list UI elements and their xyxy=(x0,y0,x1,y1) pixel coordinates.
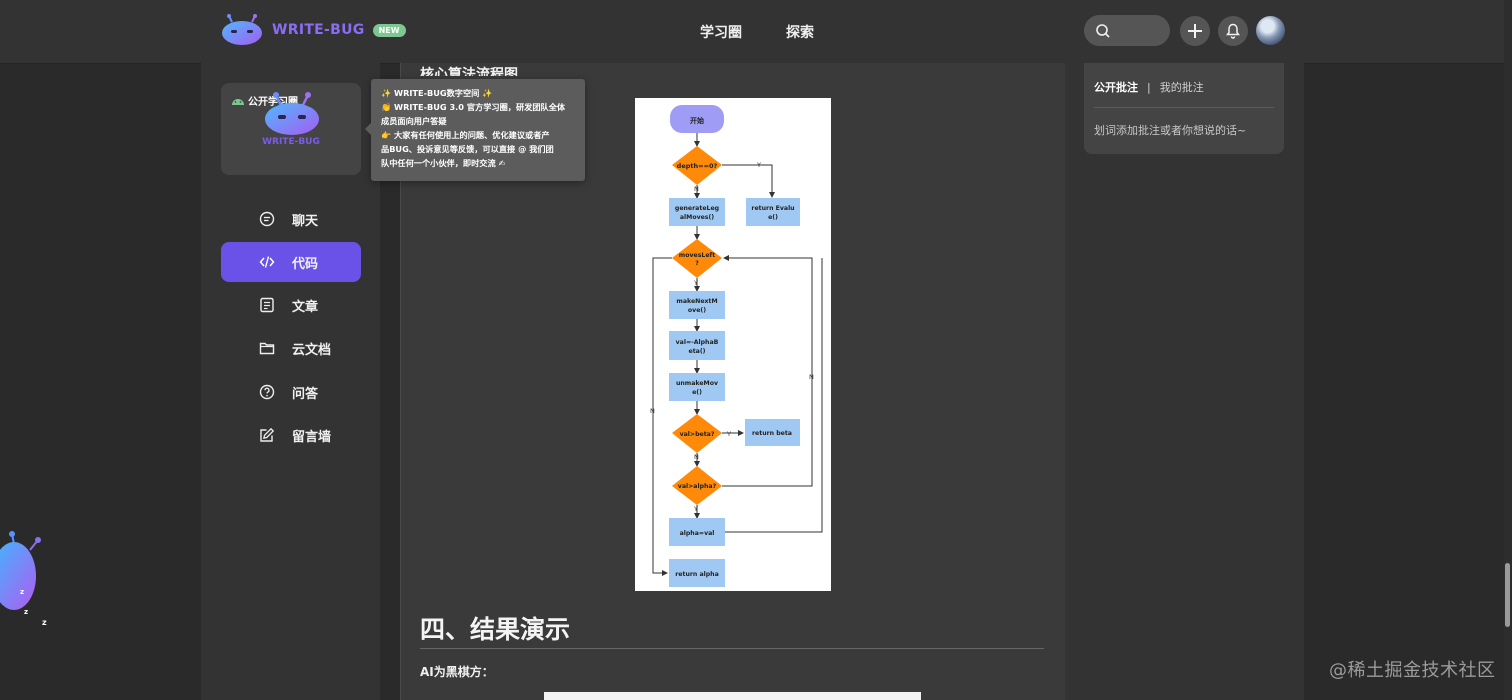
sidebar-item-qa[interactable]: 问答 xyxy=(221,372,361,412)
svg-text:z: z xyxy=(42,618,47,627)
sidebar-item-label: 留言墙 xyxy=(292,430,332,445)
nav-study-circle[interactable]: 学习圈 xyxy=(700,25,742,41)
section-title: 四、结果演示 xyxy=(420,615,571,644)
notifications-button[interactable] xyxy=(1218,16,1248,46)
flow-val-line2: eta() xyxy=(689,348,706,355)
flow-label-yes: Y xyxy=(756,161,761,169)
sidebar-item-label: 代码 xyxy=(292,257,319,272)
user-avatar[interactable] xyxy=(1256,16,1285,45)
tooltip-line: ✨ WRITE-BUG数字空间 ✨ xyxy=(381,88,493,98)
search-input[interactable] xyxy=(1114,21,1168,41)
annotation-hint: 划词添加批注或者你想说的话~ xyxy=(1094,124,1247,137)
flow-return-eval-line1: return Evalu xyxy=(751,205,794,212)
annotation-panel: 公开批注 | 我的批注 划词添加批注或者你想说的话~ xyxy=(1084,63,1284,154)
tooltip-line: 队中任何一个小伙伴，即时交流 ✍ xyxy=(381,158,506,168)
article-icon xyxy=(260,297,274,313)
svg-text:z: z xyxy=(20,588,24,596)
edit-icon xyxy=(260,427,275,442)
sidebar-item-message-wall[interactable]: 留言墙 xyxy=(221,415,361,455)
sidebar-item-label: 云文档 xyxy=(292,343,332,358)
sidebar-item-code[interactable]: 代码 xyxy=(221,242,361,282)
circle-info-tooltip: ✨ WRITE-BUG数字空间 ✨ 👏 WRITE-BUG 3.0 官方学习圈，… xyxy=(365,79,585,181)
flow-label-no: N xyxy=(650,407,655,415)
new-badge: NEW xyxy=(372,23,406,37)
sidebar-item-label: 问答 xyxy=(292,387,319,402)
search-icon xyxy=(1096,24,1110,38)
flow-moves-left-line1: movesLeft xyxy=(679,252,715,259)
annotation-tabs: 公开批注 | 我的批注 xyxy=(1094,79,1204,95)
floating-mascot[interactable]: z z z xyxy=(0,528,56,628)
tab-my-annotations[interactable]: 我的批注 xyxy=(1159,81,1204,94)
flow-make-move-line1: makeNextM xyxy=(676,298,717,305)
flow-label-no: N xyxy=(809,373,814,381)
sidebar-item-label: 文章 xyxy=(292,300,319,315)
public-circle-tag: 公开学习圈 xyxy=(231,93,298,108)
tooltip-line: 成员面向用户答疑 xyxy=(381,116,447,126)
code-icon xyxy=(259,256,275,268)
flowchart-heading: 核心算法流程图 xyxy=(420,67,518,76)
flow-label-yes: Y xyxy=(693,505,698,513)
sidebar-item-articles[interactable]: 文章 xyxy=(221,285,361,325)
sidebar-item-cloud-docs[interactable]: 云文档 xyxy=(221,328,361,368)
bell-icon xyxy=(1226,23,1240,39)
flow-moves-left-line2: ? xyxy=(695,260,699,267)
tab-separator: | xyxy=(1147,80,1151,94)
flow-alpha-check: val>alpha? xyxy=(678,483,717,490)
sidebar-item-label: 聊天 xyxy=(292,214,319,229)
nav-explore[interactable]: 探索 xyxy=(786,25,814,41)
brand-name: WRITE-BUG xyxy=(272,22,365,38)
write-bug-mascot-icon xyxy=(265,92,319,135)
plus-icon xyxy=(1188,24,1202,38)
android-icon xyxy=(232,98,244,105)
watermark: @稀土掘金技术社区 xyxy=(1329,660,1496,681)
scrollbar-thumb[interactable] xyxy=(1505,563,1510,627)
public-circle-label: 公开学习圈 xyxy=(248,97,298,108)
create-button[interactable] xyxy=(1180,16,1210,46)
sidebar-item-chat[interactable]: 聊天 xyxy=(221,199,361,239)
svg-text:z: z xyxy=(24,608,28,616)
flow-label-no: N xyxy=(694,185,699,193)
question-icon xyxy=(259,384,275,400)
sleeping-bug-icon: z z z xyxy=(0,531,47,627)
tooltip-line: 👏 WRITE-BUG 3.0 官方学习圈，研发团队全体 xyxy=(381,102,566,112)
flow-return-beta: return beta xyxy=(752,430,792,437)
flow-label-no: N xyxy=(694,453,699,461)
write-bug-logo-icon xyxy=(221,14,263,46)
flow-unmake-line1: unmakeMov xyxy=(676,380,718,387)
study-circle-card[interactable]: 公开学习圈 WRITE-BUG xyxy=(221,83,361,175)
flow-generate-line2: alMoves() xyxy=(680,214,714,221)
right-sidebar xyxy=(1065,63,1304,700)
circle-brand-label: WRITE-BUG xyxy=(262,137,320,147)
flow-unmake-line2: e() xyxy=(692,389,702,396)
result-image-preview xyxy=(544,692,921,700)
flow-label-yes: Y xyxy=(726,430,731,438)
tab-public-annotations[interactable]: 公开批注 xyxy=(1094,81,1138,94)
brand[interactable]: WRITE-BUG NEW xyxy=(221,14,406,46)
tooltip-line: 品BUG、投诉意见等反馈，可以直接 @ 我们团 xyxy=(381,144,554,154)
folder-icon xyxy=(259,342,275,355)
flow-label-yes: Y xyxy=(693,279,698,287)
section-divider xyxy=(420,648,1044,649)
search-box[interactable] xyxy=(1084,15,1170,46)
flow-make-move-line2: ove() xyxy=(688,307,706,314)
flow-return-alpha: return alpha xyxy=(675,571,719,578)
flow-generate-line1: generateLeg xyxy=(675,205,719,212)
flow-beta-check: val>beta? xyxy=(680,431,715,438)
flowchart-svg: 开始 depth==0? return Evalu e() generateLe… xyxy=(650,105,823,587)
section-subtext: AI为黑棋方： xyxy=(420,665,494,679)
page-scrollbar[interactable] xyxy=(1504,0,1512,700)
annotation-divider xyxy=(1094,107,1274,108)
flow-return-eval-line2: e() xyxy=(768,214,778,221)
algorithm-flowchart: 开始 depth==0? return Evalu e() generateLe… xyxy=(635,98,831,591)
flow-alpha-assign: alpha=val xyxy=(680,530,715,537)
flow-val-line1: val=-AlphaB xyxy=(676,339,719,346)
flow-start: 开始 xyxy=(690,116,704,125)
chat-icon xyxy=(259,211,275,227)
flow-depth-check: depth==0? xyxy=(677,162,718,170)
tooltip-line: 👉 大家有任何使用上的问题、优化建议或者产 xyxy=(381,130,550,140)
